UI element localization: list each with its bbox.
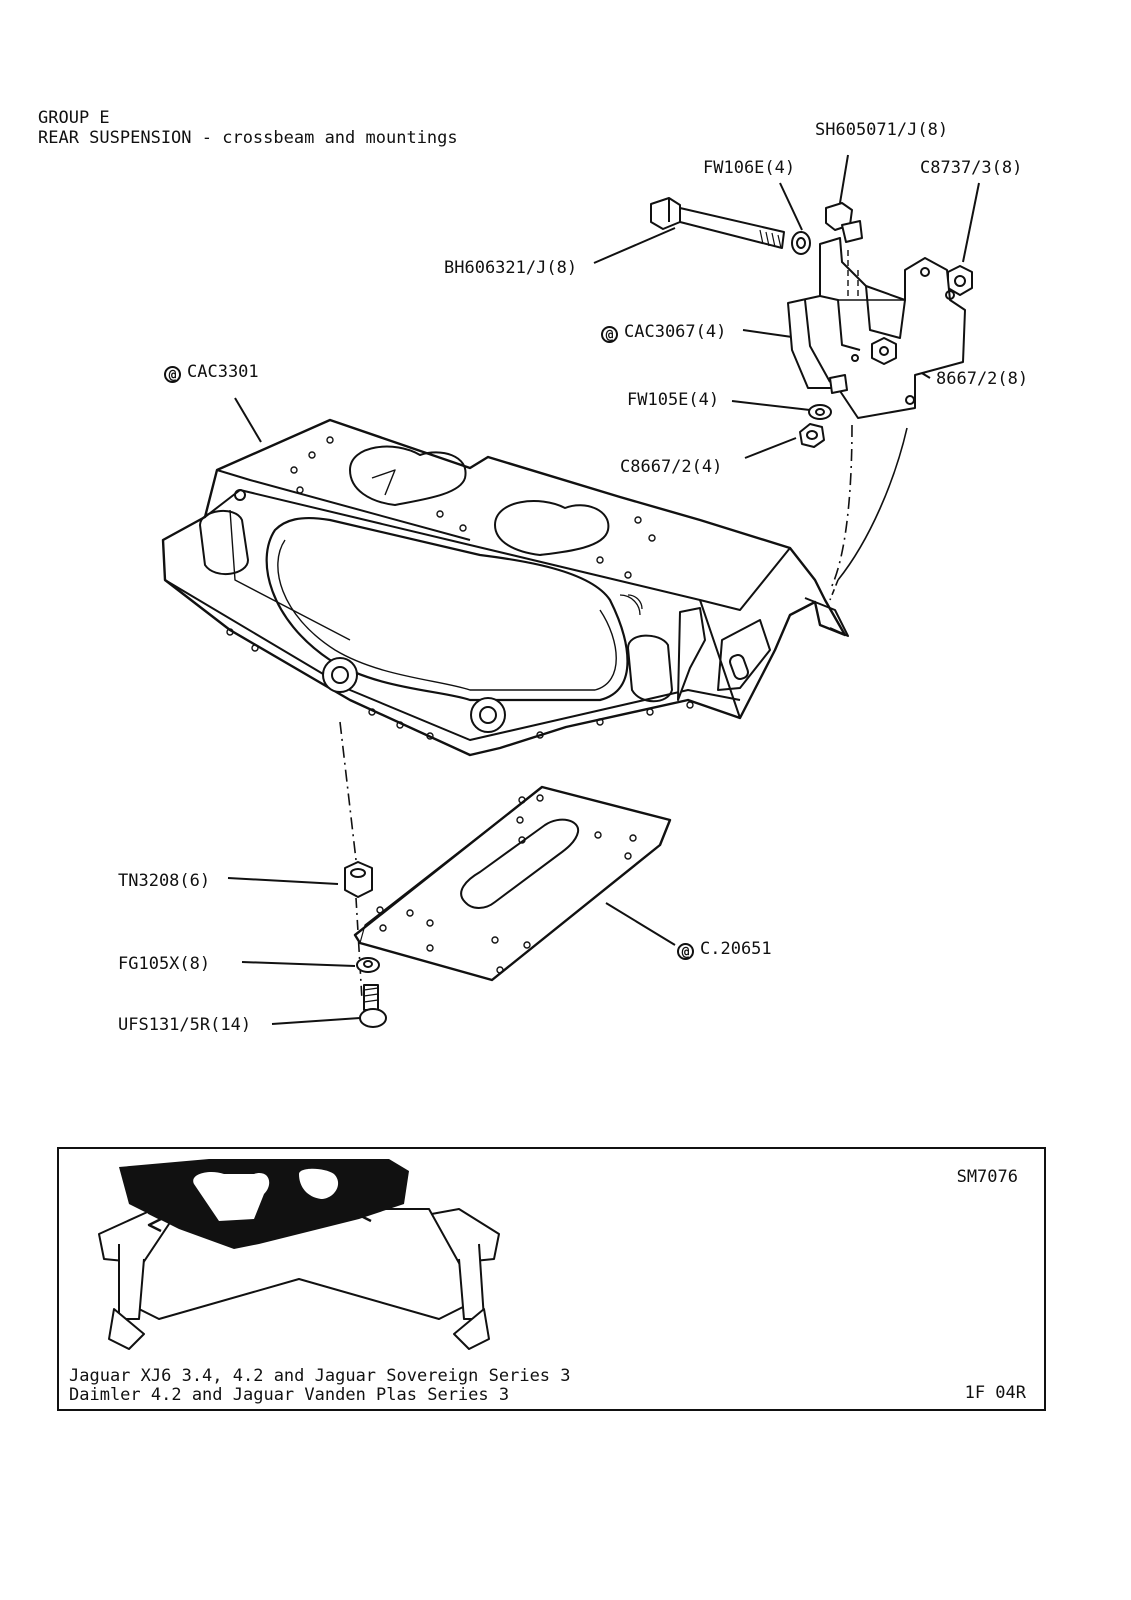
leader-tn3208 [227, 877, 339, 885]
part-label-ufs131: UFS131/5R(14) [118, 1015, 252, 1035]
page-reference: 1F 04R [964, 1383, 1026, 1403]
leader-cac3301 [234, 397, 262, 443]
part-label-sh605071: SH605071/J(8) [815, 120, 949, 140]
models-line-1: Jaguar XJ6 3.4, 4.2 and Jaguar Sovereign… [69, 1366, 571, 1386]
marker-icon: @ [164, 366, 181, 383]
marker-icon: @ [601, 326, 618, 343]
part-label-fw105e: FW105E(4) [627, 390, 720, 410]
marker-icon: @ [677, 943, 694, 960]
crossbeam [161, 418, 849, 757]
part-label-tn3208: TN3208(6) [118, 871, 211, 891]
model-applicability: Jaguar XJ6 3.4, 4.2 and Jaguar Sovereign… [69, 1367, 571, 1405]
part-label-c20651: @ C.20651 [677, 939, 772, 960]
group-heading: GROUP E [38, 108, 110, 128]
leader-fw105e [731, 400, 811, 411]
leader-ufs131 [271, 1017, 361, 1025]
part-label-fg105x: FG105X(8) [118, 954, 211, 974]
part-code: C.20651 [700, 939, 772, 959]
leader-c8737 [962, 182, 980, 263]
leader-c8667 [744, 437, 797, 459]
part-label-8667: 8667/2(8) [936, 369, 1029, 389]
part-label-cac3301: @ CAC3301 [164, 362, 259, 383]
leader-fg105x [241, 961, 356, 967]
leader-fw106e [779, 182, 803, 231]
leader-cac3067 [742, 329, 793, 338]
mounting-bracket [787, 237, 966, 419]
part-code: CAC3067(4) [624, 322, 727, 342]
part-label-c8737: C8737/3(8) [920, 158, 1023, 178]
leader-bh606321 [593, 227, 676, 264]
part-label-cac3067: @ CAC3067(4) [601, 322, 726, 343]
mounting-plate [353, 785, 672, 982]
models-line-2: Daimler 4.2 and Jaguar Vanden Plas Serie… [69, 1385, 510, 1405]
drawing-code: SM7076 [956, 1167, 1018, 1187]
part-label-fw106e: FW106E(4) [703, 158, 796, 178]
long-bolt [650, 197, 785, 249]
part-label-bh606321: BH606321/J(8) [444, 258, 578, 278]
exploded-diagram [161, 154, 980, 1028]
suspension-thumbnail [98, 1159, 500, 1350]
leader-c20651 [605, 902, 676, 946]
page-title: REAR SUSPENSION - crossbeam and mounting… [38, 128, 458, 148]
location-inset: SM7076 Jaguar XJ6 3.4, 4.2 and Jaguar So… [57, 1147, 1046, 1411]
part-code: CAC3301 [187, 362, 259, 382]
part-label-c8667: C8667/2(4) [620, 457, 723, 477]
leader-sh605071 [839, 154, 849, 204]
